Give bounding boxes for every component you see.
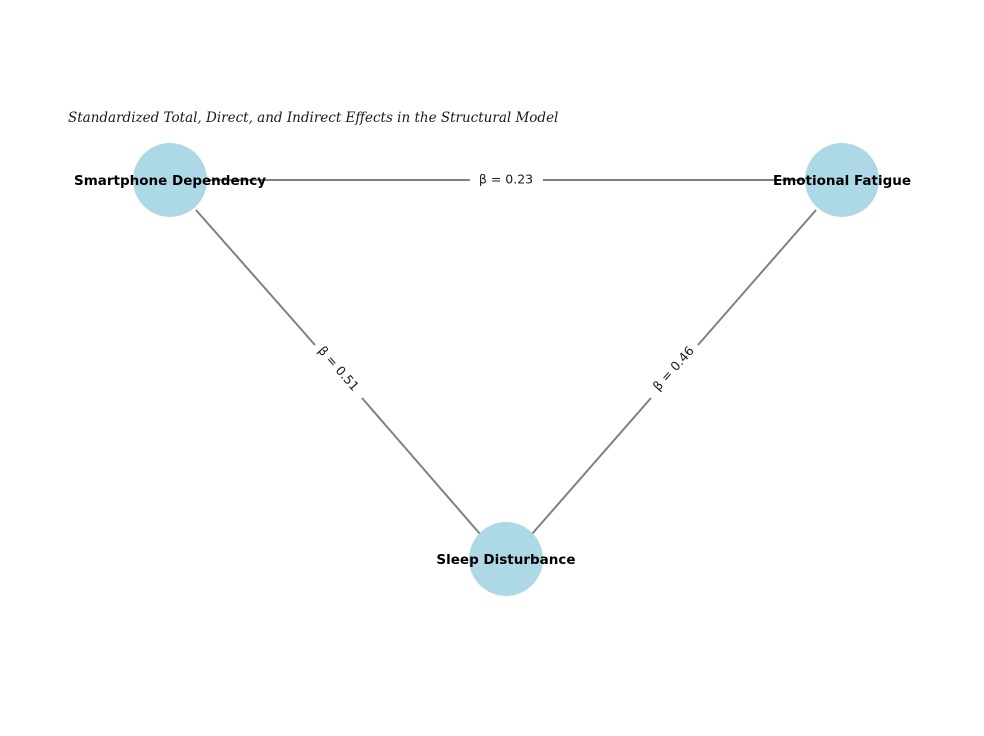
node-circle-smartphone-dependency[interactable] <box>133 143 207 217</box>
edge-smartphone-dependency-to-sleep-disturbance: β = 0.51 <box>195 209 481 535</box>
node-sleep-disturbance[interactable]: Sleep Disturbance <box>436 522 576 596</box>
edge-line-segment-lower <box>531 397 652 535</box>
edge-line-segment-upper <box>195 209 316 346</box>
edge-label-beta-051: β = 0.51 <box>315 343 362 394</box>
node-label-smartphone-dependency: Smartphone Dependency <box>74 173 266 189</box>
edge-label-beta-023: β = 0.23 <box>479 172 533 187</box>
figure-title: Standardized Total, Direct, and Indirect… <box>68 110 558 126</box>
node-smartphone-dependency[interactable]: Smartphone Dependency <box>74 143 266 217</box>
edge-sleep-disturbance-to-emotional-fatigue: β = 0.46 <box>531 209 817 535</box>
node-label-emotional-fatigue: Emotional Fatigue <box>773 173 911 189</box>
edge-smartphone-dependency-to-emotional-fatigue: β = 0.23 <box>207 172 805 187</box>
node-emotional-fatigue[interactable]: Emotional Fatigue <box>773 143 911 217</box>
node-circle-emotional-fatigue[interactable] <box>805 143 879 217</box>
edge-line-segment-upper <box>697 209 817 346</box>
node-circle-sleep-disturbance[interactable] <box>469 522 543 596</box>
edge-label-beta-046: β = 0.46 <box>650 343 697 393</box>
edge-line-segment-lower <box>361 397 481 535</box>
node-label-sleep-disturbance: Sleep Disturbance <box>436 552 575 568</box>
